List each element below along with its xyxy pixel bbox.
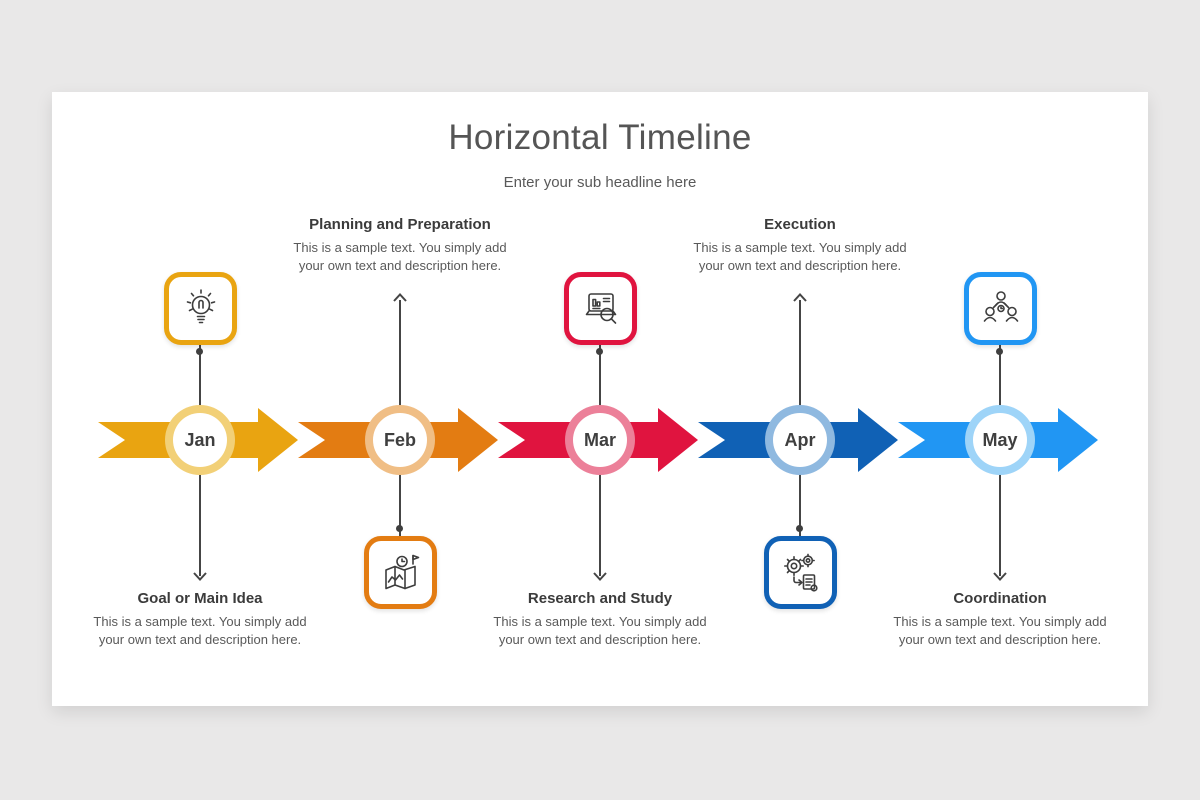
text-block-feb: Planning and Preparation This is a sampl… [285,216,515,276]
connector-line [399,300,401,410]
node-heading: Coordination [953,590,1047,607]
month-label: Jan [184,429,216,450]
gears-execution-icon [783,553,818,592]
timeline-node-mar: Mar [573,413,627,467]
node-description: This is a sample text. You simply add yo… [893,614,1107,648]
connector-line [999,470,1001,576]
connector-line [799,470,801,538]
text-block-apr: Execution This is a sample text. You sim… [685,216,915,276]
connector-dot [396,525,403,532]
timeline-node-feb: Feb [373,413,427,467]
arrowhead-up-icon [793,293,807,302]
slide-canvas: Horizontal Timeline Enter your sub headl… [52,92,1148,706]
month-label: Mar [583,429,616,450]
arrowhead-down-icon [193,572,207,581]
arrowhead-down-icon [593,572,607,581]
connector-dot [196,348,203,355]
node-description: This is a sample text. You simply add yo… [693,240,907,274]
timeline-node-jan: Jan [173,413,227,467]
connector-line [599,470,601,576]
text-block-may: Coordination This is a sample text. You … [885,590,1115,650]
icon-box-may [964,272,1037,345]
connector-line [399,470,401,538]
node-heading: Goal or Main Idea [137,590,263,607]
connector-dot [996,348,1003,355]
text-block-jan: Goal or Main Idea This is a sample text.… [85,590,315,650]
icon-box-mar [564,272,637,345]
month-label: Feb [383,429,416,450]
connector-line [199,470,201,576]
node-description: This is a sample text. You simply add yo… [93,614,307,648]
node-heading: Execution [764,216,836,233]
connector-line [799,300,801,410]
text-block-mar: Research and Study This is a sample text… [485,590,715,650]
node-description: This is a sample text. You simply add yo… [293,240,507,274]
icon-box-jan [164,272,237,345]
page-subtitle: Enter your sub headline here [503,174,697,191]
arrowhead-up-icon [393,293,407,302]
month-label: Apr [784,429,816,450]
icon-box-feb [364,536,437,609]
timeline-node-may: May [973,413,1027,467]
map-planning-icon [384,554,419,589]
connector-dot [796,525,803,532]
month-label: May [982,429,1018,450]
timeline-node-apr: Apr [773,413,827,467]
connector-line [199,345,201,410]
icon-box-apr [764,536,837,609]
laptop-research-icon [585,292,616,324]
arrowhead-down-icon [993,572,1007,581]
node-heading: Planning and Preparation [309,216,491,233]
page-title: Horizontal Timeline [448,118,752,157]
team-coordination-icon [983,290,1018,322]
connector-line [599,345,601,410]
connector-dot [596,348,603,355]
connector-line [999,345,1001,410]
lightbulb-idea-icon [186,288,215,323]
node-heading: Research and Study [527,590,673,607]
node-description: This is a sample text. You simply add yo… [493,614,707,648]
